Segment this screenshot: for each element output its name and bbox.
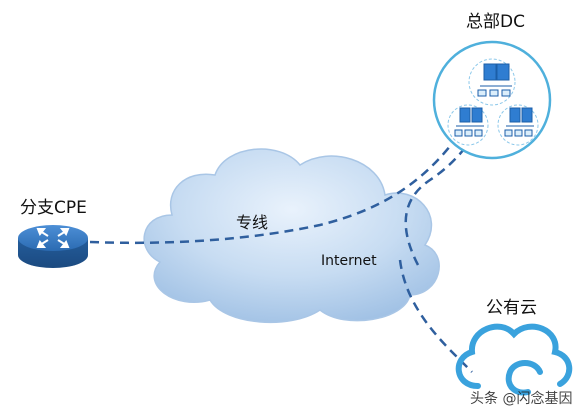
internet-cloud [143,148,440,324]
public-cloud-icon [455,323,573,396]
hq-dc-label: 总部DC [466,12,525,32]
server-cluster-icon [468,58,516,106]
branch-cpe-label: 分支CPE [20,198,87,218]
hq-dc-icon [432,40,552,160]
internet-label: Internet [321,253,377,269]
router-icon [18,225,88,268]
leased-line-label: 专线 [236,213,268,232]
leased-line-link [89,139,456,245]
public-cloud-label: 公有云 [486,298,537,318]
internet-link-hq [404,147,466,266]
server-cluster-icon [447,104,489,146]
links [89,139,473,373]
server-cluster-icon [497,104,539,146]
internet-link-public-cloud [398,259,473,373]
watermark-text: 头条 @闪念基因 [470,390,572,407]
